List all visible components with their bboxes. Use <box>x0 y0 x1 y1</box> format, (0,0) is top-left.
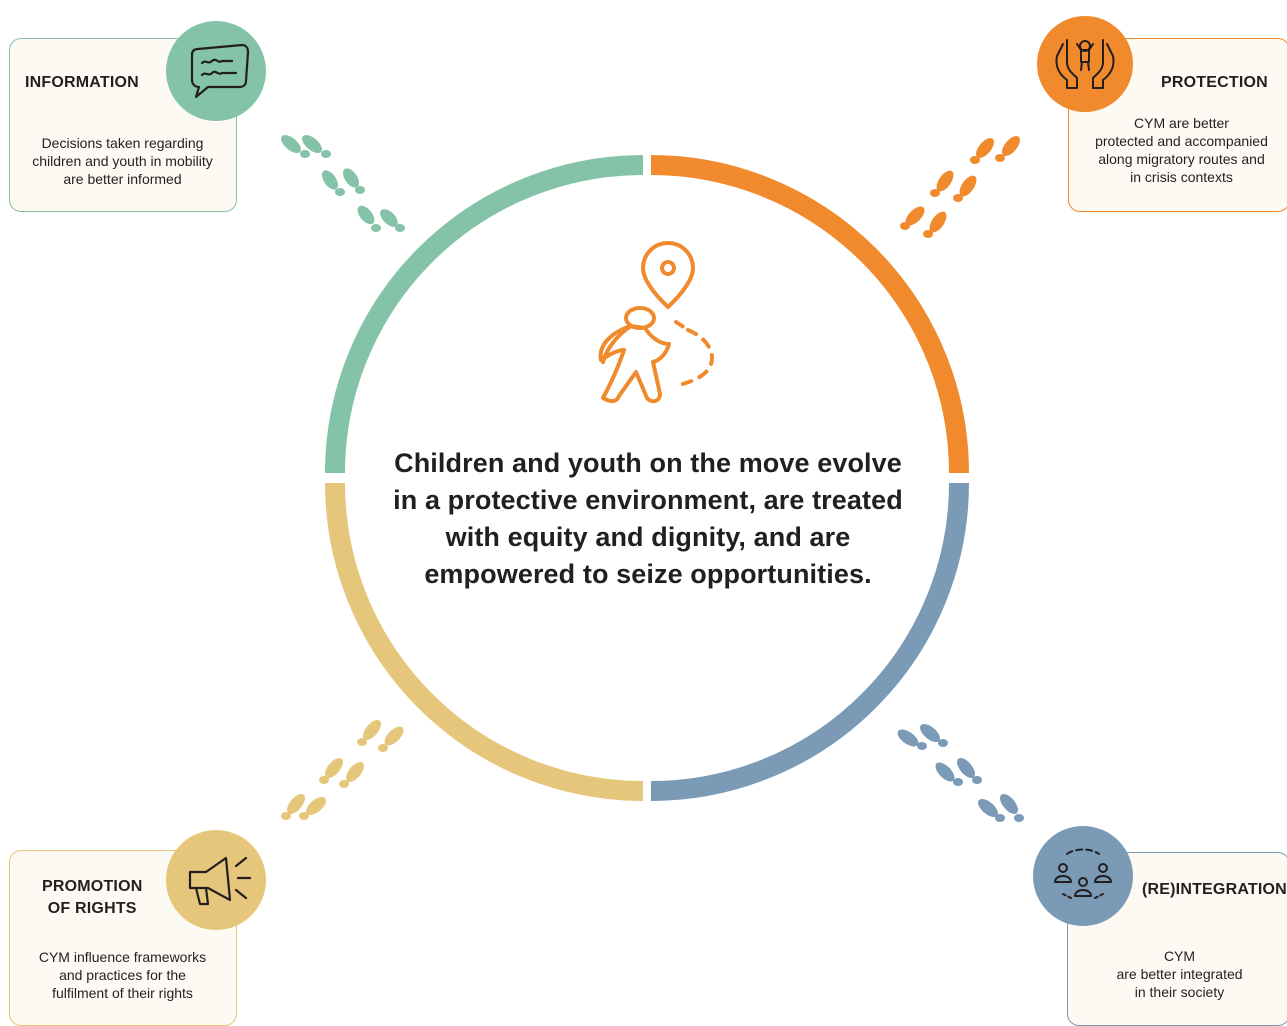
footprints-information <box>281 135 405 232</box>
child-migration-icon <box>598 241 714 404</box>
footprints-promotion <box>281 720 404 820</box>
central-statement: Children and youth on the move evolve in… <box>393 448 903 589</box>
reintegration-text: CYM are better integrated in their socie… <box>1116 948 1243 1000</box>
ring-segment-protection <box>650 155 969 474</box>
protection-icon-circle <box>1037 16 1133 112</box>
protective-hands-icon <box>1055 39 1115 89</box>
speech-bubble-icon <box>190 43 250 99</box>
promotion-text: CYM influence frameworks and practices f… <box>38 949 207 1001</box>
reintegration-title: (RE)INTEGRATION <box>1142 881 1287 898</box>
reintegration-icon-circle <box>1033 826 1133 926</box>
information-text: Decisions taken regarding children and y… <box>32 135 213 187</box>
community-icon <box>1054 848 1112 899</box>
protection-title: PROTECTION <box>1161 74 1268 91</box>
protection-text: CYM are better protected and accompanied… <box>1095 115 1268 185</box>
promotion-icon-circle <box>166 830 266 930</box>
footprints-reintegration <box>897 724 1024 822</box>
megaphone-icon <box>188 856 252 906</box>
ring-segment-reintegration <box>650 482 969 801</box>
ring-segment-information <box>325 155 644 474</box>
information-card: INFORMATION Decisions taken regarding ch… <box>9 38 237 212</box>
ring-segment-promotion <box>325 482 644 801</box>
promotion-card: PROMOTION OF RIGHTS CYM influence framew… <box>9 850 237 1026</box>
information-title: INFORMATION <box>25 74 139 91</box>
promotion-title: PROMOTION OF RIGHTS <box>42 878 143 917</box>
information-icon-circle <box>166 21 266 121</box>
footprints-protection <box>900 136 1020 238</box>
